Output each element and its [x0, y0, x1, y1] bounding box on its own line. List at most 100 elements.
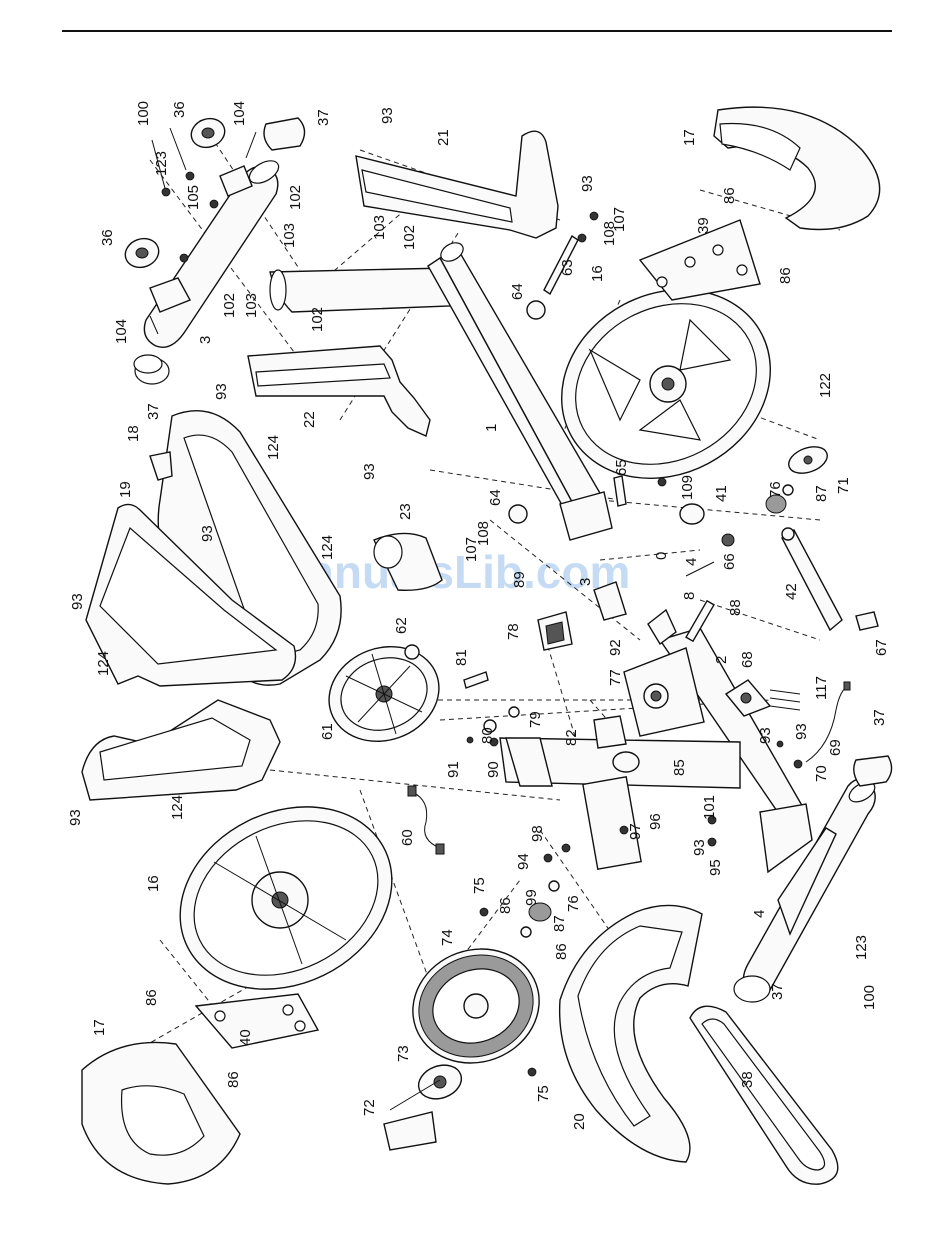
callout-3: 3 — [197, 336, 214, 344]
callout-69: 69 — [827, 739, 844, 756]
callout-124: 124 — [319, 535, 336, 560]
callout-95: 95 — [707, 859, 724, 876]
part-73-72-hub-crank — [383, 1064, 463, 1151]
callout-107: 107 — [463, 537, 480, 562]
part-61-flywheel — [328, 646, 440, 742]
callout-102: 102 — [401, 225, 418, 250]
callout-90: 90 — [485, 761, 502, 778]
callout-0: 0 — [653, 552, 670, 560]
callout-16: 16 — [145, 875, 162, 892]
callout-79: 79 — [527, 711, 544, 728]
callout-65: 65 — [613, 459, 630, 476]
part-68-82-mounts — [593, 679, 772, 773]
callout-41: 41 — [713, 485, 730, 502]
part-38-drive-belt — [689, 1005, 839, 1185]
callout-77: 77 — [607, 669, 624, 686]
callout-122: 122 — [817, 373, 834, 398]
part-19-left-shell — [81, 503, 297, 801]
part-22-seat-post — [247, 267, 457, 437]
callout-93: 93 — [199, 525, 216, 542]
callout-86: 86 — [497, 897, 514, 914]
part-18-left-shield — [149, 409, 342, 686]
callout-17: 17 — [681, 129, 698, 146]
callout-93: 93 — [361, 463, 378, 480]
callout-labels: 100 36 104 37 123 105 93 21 93 17 107 10… — [67, 101, 890, 1130]
callout-4: 4 — [683, 558, 700, 566]
callout-93: 93 — [67, 809, 84, 826]
callout-63: 63 — [559, 259, 576, 276]
callout-93: 93 — [793, 723, 810, 740]
callout-64: 64 — [509, 283, 526, 300]
callout-117: 117 — [813, 676, 830, 700]
callout-37: 37 — [145, 403, 162, 420]
part-20-drive-cover — [558, 904, 703, 1163]
callout-124: 124 — [265, 435, 282, 460]
part-71-76-87-bearing — [765, 446, 828, 514]
callout-93: 93 — [691, 839, 708, 856]
callout-86: 86 — [553, 943, 570, 960]
callout-86: 86 — [143, 989, 160, 1006]
callout-94: 94 — [515, 853, 532, 870]
part-76-87-99-crank-bearings — [479, 880, 560, 1077]
part-40-left-bracket — [194, 993, 320, 1049]
callout-61: 61 — [319, 723, 336, 740]
callout-3: 3 — [577, 578, 594, 586]
callout-96: 96 — [647, 813, 664, 830]
callout-76: 76 — [767, 481, 784, 498]
callout-101: 101 — [701, 795, 718, 820]
callout-87: 87 — [813, 485, 830, 502]
callout-102: 102 — [309, 307, 326, 332]
part-81-79-80-90-small-hardware — [463, 671, 803, 863]
callout-100: 100 — [861, 985, 878, 1010]
part-2-lower-frame — [499, 627, 813, 874]
callout-93: 93 — [69, 593, 86, 610]
callout-93: 93 — [757, 727, 774, 744]
part-92-77-brake-bracket — [623, 608, 705, 737]
part-3-handlebar-upper — [143, 160, 280, 348]
part-23-crank-cover — [373, 532, 443, 591]
callout-93: 93 — [379, 107, 396, 124]
callout-124: 124 — [169, 795, 186, 820]
callout-37: 37 — [769, 983, 786, 1000]
callout-123: 123 — [853, 935, 870, 960]
callout-97: 97 — [627, 823, 644, 840]
part-4-lower-handle — [733, 755, 893, 1003]
part-17-left-shield — [81, 1041, 241, 1185]
part-42-66-41-idler — [679, 503, 879, 632]
callout-2: 2 — [713, 656, 730, 664]
callout-85: 85 — [671, 759, 688, 776]
callout-108: 108 — [601, 221, 618, 246]
callout-93: 93 — [213, 383, 230, 400]
callout-16: 16 — [589, 265, 606, 282]
callout-70: 70 — [813, 765, 830, 782]
callout-20: 20 — [571, 1113, 588, 1130]
callout-123: 123 — [153, 151, 170, 176]
callout-103: 103 — [371, 215, 388, 240]
callout-60: 60 — [399, 829, 416, 846]
callout-17: 17 — [91, 1019, 108, 1036]
callout-78: 78 — [505, 623, 522, 640]
callout-66: 66 — [721, 553, 738, 570]
callout-37: 37 — [315, 109, 332, 126]
part-17-right-shield — [713, 106, 881, 231]
callout-36: 36 — [171, 101, 188, 118]
callout-75: 75 — [535, 1085, 552, 1102]
callout-81: 81 — [453, 649, 470, 666]
callout-71: 71 — [835, 477, 852, 494]
callout-91: 91 — [445, 761, 462, 778]
callout-21: 21 — [435, 129, 452, 146]
callout-124: 124 — [95, 651, 112, 676]
callout-89: 89 — [511, 571, 528, 588]
callout-75: 75 — [471, 877, 488, 894]
callout-102: 102 — [221, 293, 238, 318]
part-60-69-wiring — [407, 681, 851, 855]
callout-80: 80 — [479, 727, 496, 744]
callout-104: 104 — [113, 319, 130, 344]
part-78-brake-magnet — [537, 611, 573, 651]
bolts-upper-left — [149, 127, 257, 335]
callout-98: 98 — [529, 825, 546, 842]
callout-4: 4 — [751, 910, 768, 918]
callout-104: 104 — [231, 101, 248, 126]
part-62-64-63-hardware — [404, 211, 667, 660]
callout-37: 37 — [871, 709, 888, 726]
